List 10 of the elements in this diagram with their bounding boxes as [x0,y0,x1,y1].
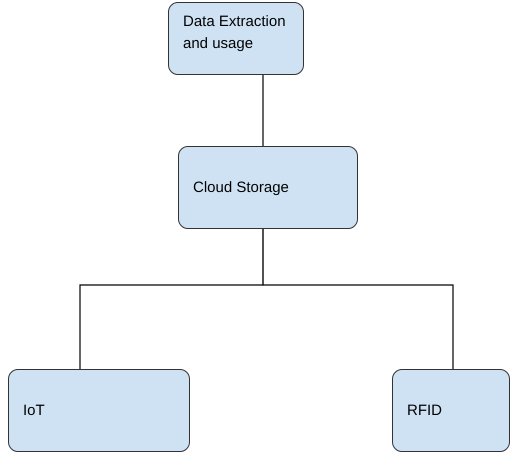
connector-line [262,229,454,369]
process-box [392,369,510,452]
box-label: Data Extraction and usage [183,12,287,54]
process-box [178,146,358,229]
box-label: IoT [23,400,45,421]
process-box [168,2,304,75]
box-label: RFID [407,400,442,421]
box-label: Cloud Storage [193,178,289,198]
process-box [8,369,190,452]
connector-line [262,75,264,146]
